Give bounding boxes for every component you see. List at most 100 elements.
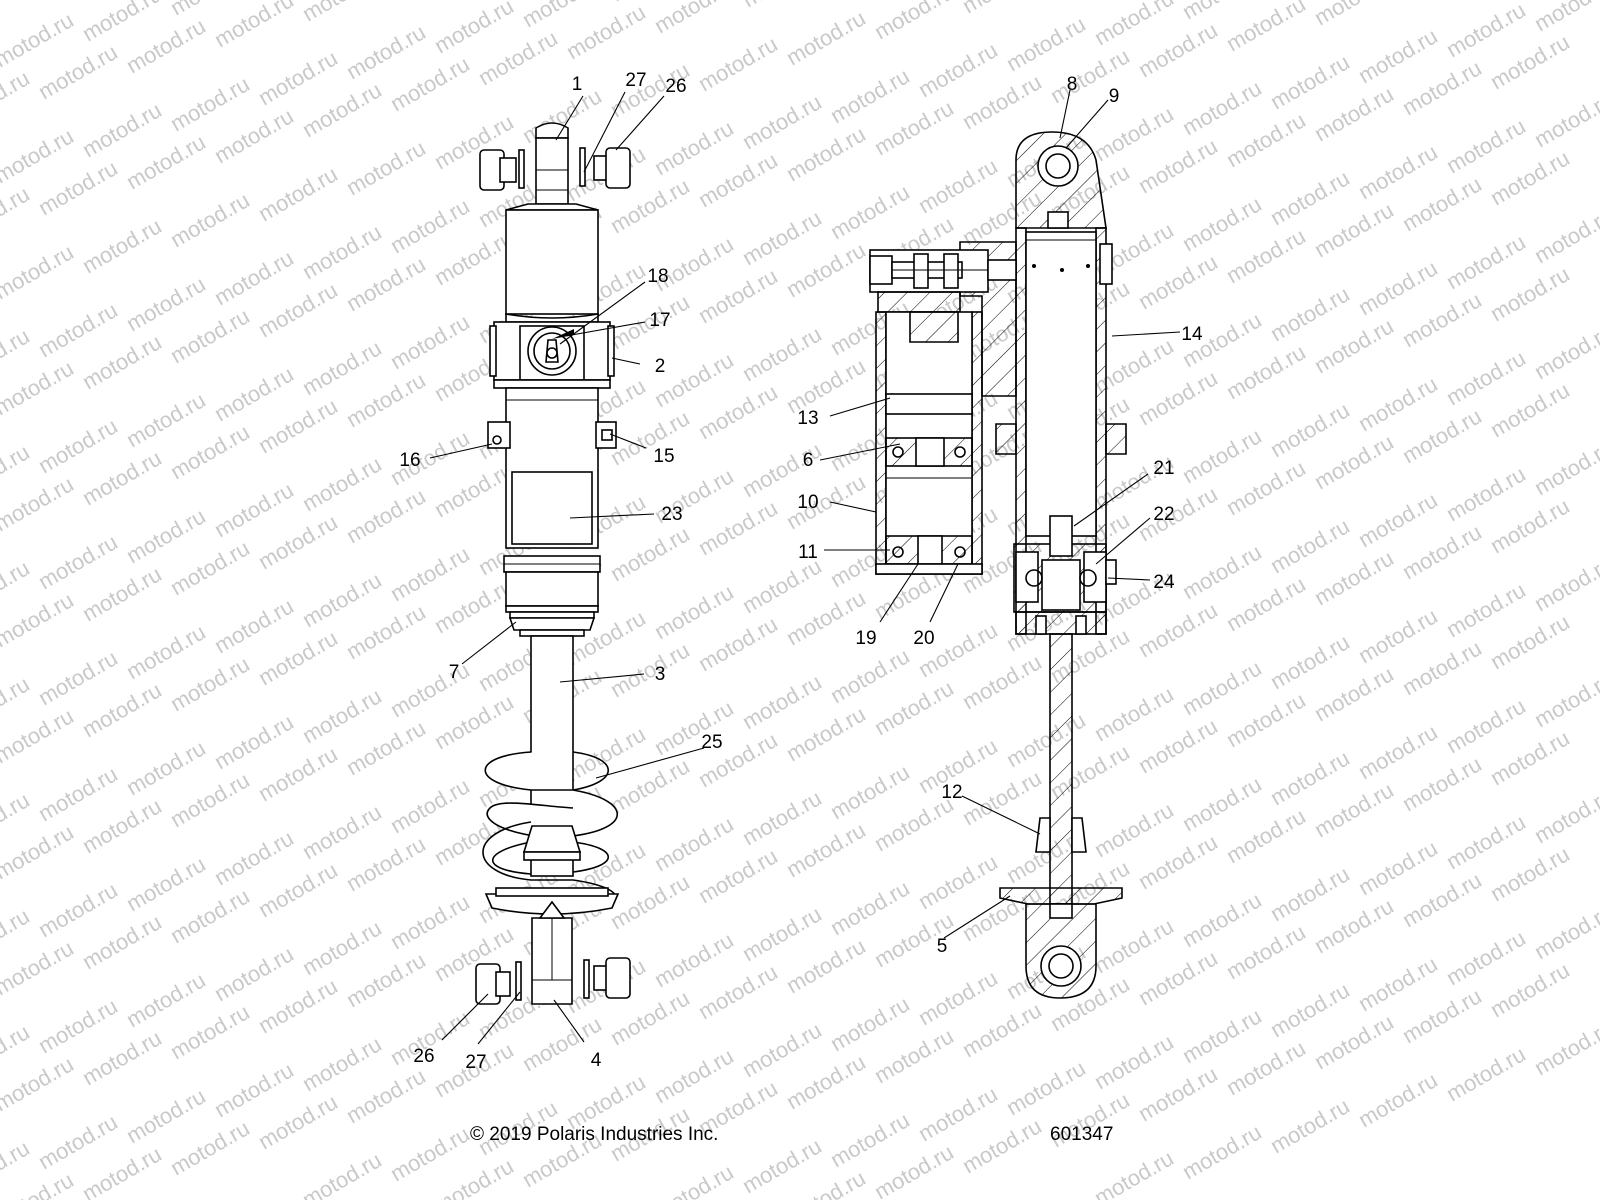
watermark-text: motod.ru xyxy=(958,0,1046,18)
watermark-text: motod.ru xyxy=(1222,571,1310,636)
watermark-text: motod.ru xyxy=(0,935,78,1000)
watermark-text: motod.ru xyxy=(122,619,210,684)
watermark-text: motod.ru xyxy=(1002,1055,1090,1120)
watermark-text: motod.ru xyxy=(122,271,210,336)
watermark-text: motod.ru xyxy=(1530,1015,1600,1080)
watermark-text: motod.ru xyxy=(1398,983,1486,1048)
watermark-text: motod.ru xyxy=(1222,107,1310,172)
watermark-text: motod.ru xyxy=(1442,1041,1530,1106)
watermark-text: motod.ru xyxy=(738,1017,826,1082)
watermark-text: motod.ru xyxy=(1134,17,1222,82)
watermark-text: motod.ru xyxy=(1530,435,1600,500)
watermark-text: motod.ru xyxy=(254,161,342,226)
watermark-text: motod.ru xyxy=(78,1141,166,1200)
watermark-text: motod.ru xyxy=(1134,481,1222,546)
watermark-text: motod.ru xyxy=(694,379,782,444)
watermark-text: motod.ru xyxy=(342,251,430,316)
watermark-text: motod.ru xyxy=(210,593,298,658)
bushing-bottom-left xyxy=(475,963,511,1005)
watermark-text: motod.ru xyxy=(210,103,298,168)
watermark-text: motod.ru xyxy=(1134,829,1222,894)
watermark-text: motod.ru xyxy=(1442,809,1530,874)
watermark-text: motod.ru xyxy=(78,445,166,510)
callout-27: 27 xyxy=(625,70,646,91)
watermark-text: motod.ru xyxy=(0,65,34,130)
watermark-text: motod.ru xyxy=(166,303,254,368)
callout-8: 8 xyxy=(1067,74,1078,95)
watermark-text: motod.ru xyxy=(958,649,1046,714)
watermark-text: motod.ru xyxy=(34,645,122,710)
callout-25: 25 xyxy=(701,732,722,753)
watermark-text: motod.ru xyxy=(870,1023,958,1088)
watermark-text: motod.ru xyxy=(0,1167,78,1200)
watermark-text: motod.ru xyxy=(1442,461,1530,526)
watermark-text: motod.ru xyxy=(122,129,210,194)
watermark-text: motod.ru xyxy=(210,1057,298,1122)
watermark-text: motod.ru xyxy=(738,553,826,618)
watermark-text: motod.ru xyxy=(562,0,650,64)
watermark-text: motod.ru xyxy=(1442,577,1530,642)
callout-16: 16 xyxy=(399,450,420,471)
watermark-text: motod.ru xyxy=(1002,707,1090,772)
callout-22: 22 xyxy=(1153,504,1174,525)
callout-9: 9 xyxy=(1109,86,1120,107)
watermark-text: motod.ru xyxy=(0,181,34,246)
watermark-text: motod.ru xyxy=(342,1063,430,1128)
watermark-text: motod.ru xyxy=(34,877,122,942)
watermark-text: motod.ru xyxy=(1090,1029,1178,1094)
watermark-text: motod.ru xyxy=(1310,429,1398,494)
watermark-text: motod.ru xyxy=(958,1113,1046,1178)
watermark-text: motod.ru xyxy=(650,579,738,644)
washer-bottom-right xyxy=(583,959,590,999)
watermark-text: motod.ru xyxy=(254,393,342,458)
watermark-text: motod.ru xyxy=(738,1133,826,1198)
watermark-text: motod.ru xyxy=(166,767,254,832)
watermark-text: motod.ru xyxy=(914,37,1002,102)
watermark-text: motod.ru xyxy=(1354,139,1442,204)
watermark-text: motod.ru xyxy=(1222,687,1310,752)
watermark-text: motod.ru xyxy=(1398,751,1486,816)
watermark-text: motod.ru xyxy=(1178,75,1266,140)
watermark-text: motod.ru xyxy=(342,135,430,200)
watermark-text: motod.ru xyxy=(1266,397,1354,462)
watermark-text: motod.ru xyxy=(606,869,694,934)
callout-20: 20 xyxy=(913,628,934,649)
watermark-text: motod.ru xyxy=(1222,803,1310,868)
watermark-text: motod.ru xyxy=(298,0,386,26)
watermark-text: motod.ru xyxy=(1090,101,1178,166)
watermark-text: motod.ru xyxy=(1530,667,1600,732)
watermark-text: motod.ru xyxy=(1178,887,1266,952)
watermark-text: motod.ru xyxy=(430,457,518,522)
watermark-text: motod.ru xyxy=(826,179,914,244)
watermark-text: motod.ru xyxy=(386,889,474,954)
watermark-text: motod.ru xyxy=(1442,229,1530,294)
watermark-text: motod.ru xyxy=(914,153,1002,218)
bushing-top-left xyxy=(479,149,517,191)
watermark-text: motod.ru xyxy=(1310,81,1398,146)
callout-6: 6 xyxy=(803,450,814,471)
watermark-text: motod.ru xyxy=(1222,455,1310,520)
watermark-text: motod.ru xyxy=(1398,0,1486,4)
watermark-text: motod.ru xyxy=(1486,29,1574,94)
diagram-number: 601347 xyxy=(1050,1124,1113,1145)
callout-2: 2 xyxy=(655,356,666,377)
watermark-text: motod.ru xyxy=(1178,1119,1266,1184)
watermark-text: motod.ru xyxy=(386,657,474,722)
watermark-text: motod.ru xyxy=(34,529,122,594)
watermark-text: motod.ru xyxy=(34,413,122,478)
watermark-text: motod.ru xyxy=(166,1115,254,1180)
watermark-text: motod.ru xyxy=(254,509,342,574)
watermark-text: motod.ru xyxy=(210,941,298,1006)
callout-1: 1 xyxy=(572,74,583,95)
watermark-text: motod.ru xyxy=(430,0,518,58)
watermark-text: motod.ru xyxy=(298,567,386,632)
watermark-text: motod.ru xyxy=(254,1089,342,1154)
watermark-text: motod.ru xyxy=(1486,841,1574,906)
watermark-text: motod.ru xyxy=(298,335,386,400)
watermark-text: motod.ru xyxy=(0,355,78,420)
callout-14: 14 xyxy=(1181,324,1203,345)
callout-12: 12 xyxy=(941,782,962,803)
callout-13: 13 xyxy=(797,408,818,429)
